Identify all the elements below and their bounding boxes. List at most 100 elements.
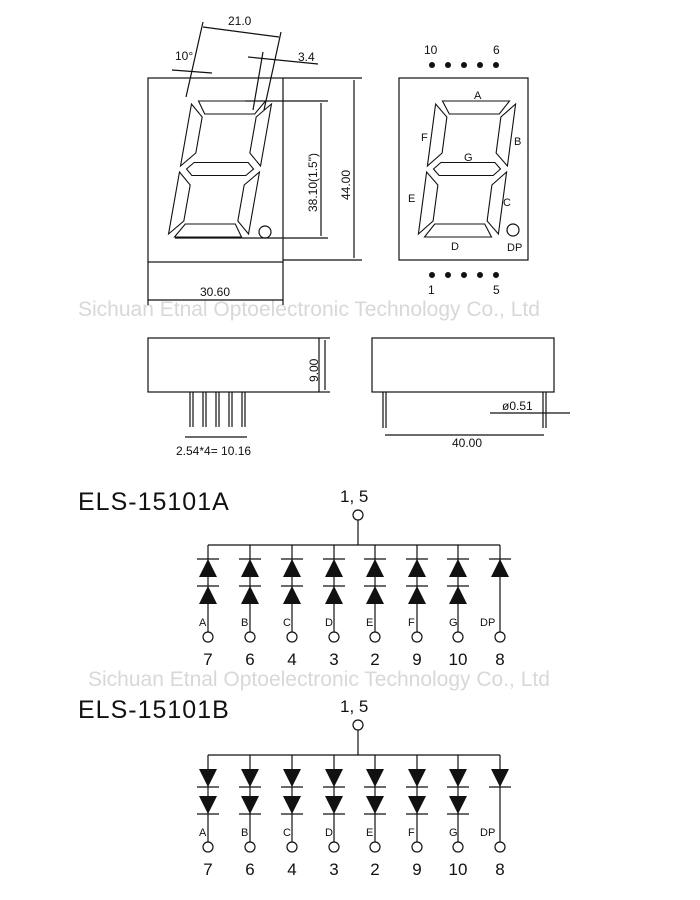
led-channel-a: A7 bbox=[197, 545, 219, 669]
common-pin-label: 1, 5 bbox=[340, 697, 368, 716]
body-outline bbox=[147, 77, 284, 263]
segment bbox=[179, 102, 203, 168]
led-channel-e: E2 bbox=[364, 545, 386, 669]
pin-dot bbox=[477, 62, 483, 68]
segment-label: E bbox=[366, 827, 373, 839]
segment-label: DP bbox=[480, 617, 495, 629]
led-channel-f: F9 bbox=[406, 545, 428, 669]
segment-label: C bbox=[283, 617, 291, 629]
segment-label: D bbox=[325, 827, 333, 839]
segment bbox=[495, 102, 517, 168]
led-channel-d: D3 bbox=[323, 545, 345, 669]
pin-number: 6 bbox=[245, 650, 254, 669]
pin-dot bbox=[461, 272, 467, 278]
dim-width: 30.60 bbox=[200, 285, 230, 299]
diode-icon bbox=[491, 769, 509, 787]
pin-number: 3 bbox=[329, 860, 338, 879]
pin-dot bbox=[493, 272, 499, 278]
segment-label: DP bbox=[507, 242, 522, 254]
segment bbox=[197, 100, 267, 115]
part-number: ELS-15101A bbox=[78, 488, 230, 516]
pin-number: 2 bbox=[370, 860, 379, 879]
pin-terminal bbox=[494, 631, 506, 643]
diode-icon bbox=[199, 769, 217, 787]
pin-number: 6 bbox=[245, 860, 254, 879]
diode-icon bbox=[283, 796, 301, 814]
pin-number: 7 bbox=[203, 860, 212, 879]
decimal-point bbox=[258, 225, 272, 239]
pin-number: 9 bbox=[412, 650, 421, 669]
dim-top-width: 21.0 bbox=[228, 14, 252, 28]
pin-number: 8 bbox=[495, 650, 504, 669]
segment-label: D bbox=[451, 241, 459, 253]
segment-label: A bbox=[199, 617, 207, 629]
segment-label: E bbox=[408, 193, 415, 205]
pin-number: 8 bbox=[495, 860, 504, 879]
diode-icon bbox=[283, 769, 301, 787]
dim-segment: 3.4 bbox=[298, 50, 315, 64]
part-number: ELS-15101B bbox=[78, 696, 230, 724]
dim-pin-span: 40.00 bbox=[452, 436, 482, 450]
diode-icon bbox=[241, 796, 259, 814]
segment-label: A bbox=[474, 90, 482, 102]
diode-icon bbox=[408, 796, 426, 814]
segment bbox=[486, 170, 508, 236]
diode-icon bbox=[199, 559, 217, 577]
dim-digit-height: 38.10(1.5") bbox=[306, 153, 320, 212]
body-outline bbox=[371, 337, 555, 393]
dim-height: 44.00 bbox=[339, 170, 353, 200]
pin-number: 4 bbox=[287, 650, 296, 669]
led-channel-f: F9 bbox=[406, 755, 428, 879]
pin-dot bbox=[461, 62, 467, 68]
pin-terminal bbox=[369, 631, 381, 643]
diode-icon bbox=[366, 796, 384, 814]
pin-terminal bbox=[328, 841, 340, 853]
diode-icon bbox=[408, 586, 426, 604]
segment-label: B bbox=[241, 827, 248, 839]
diode-icon bbox=[241, 559, 259, 577]
common-pin-terminal bbox=[352, 719, 364, 731]
diode-icon bbox=[449, 769, 467, 787]
segment bbox=[441, 100, 511, 115]
dim-pin-diameter: ø0.51 bbox=[502, 399, 533, 413]
diode-icon bbox=[408, 559, 426, 577]
diode-icon bbox=[449, 586, 467, 604]
diode-icon bbox=[199, 796, 217, 814]
pin-terminal bbox=[411, 631, 423, 643]
diode-icon bbox=[366, 769, 384, 787]
pin-terminal bbox=[452, 631, 464, 643]
decimal-point bbox=[506, 223, 520, 237]
pin-terminal bbox=[494, 841, 506, 853]
segment-label: F bbox=[408, 827, 415, 839]
pin-dot bbox=[477, 272, 483, 278]
pin-terminal bbox=[411, 841, 423, 853]
diode-icon bbox=[325, 559, 343, 577]
led-channel-c: C4 bbox=[281, 545, 303, 669]
pin-number: 4 bbox=[287, 860, 296, 879]
common-pin-label: 1, 5 bbox=[340, 487, 368, 506]
pin-terminal bbox=[244, 841, 256, 853]
pin-dot bbox=[429, 62, 435, 68]
pin-terminal bbox=[286, 631, 298, 643]
body-outline bbox=[147, 337, 320, 393]
led-channel-d: D3 bbox=[323, 755, 345, 879]
diode-icon bbox=[449, 559, 467, 577]
diode-icon bbox=[449, 796, 467, 814]
segment bbox=[426, 102, 448, 168]
pin-dot bbox=[445, 272, 451, 278]
seven-segment-digit bbox=[167, 100, 273, 238]
segment-label: A bbox=[199, 827, 207, 839]
led-channel-dp: DP8 bbox=[480, 755, 511, 879]
pin-number: 9 bbox=[412, 860, 421, 879]
body-outline bbox=[398, 77, 529, 261]
diode-icon bbox=[283, 586, 301, 604]
pin-dot bbox=[493, 62, 499, 68]
segment-label: G bbox=[449, 617, 458, 629]
pin-number: 7 bbox=[203, 650, 212, 669]
dim-angle: 10° bbox=[175, 49, 193, 63]
led-channel-g: G10 bbox=[447, 755, 469, 879]
segment-label: D bbox=[325, 617, 333, 629]
segment-label: C bbox=[283, 827, 291, 839]
